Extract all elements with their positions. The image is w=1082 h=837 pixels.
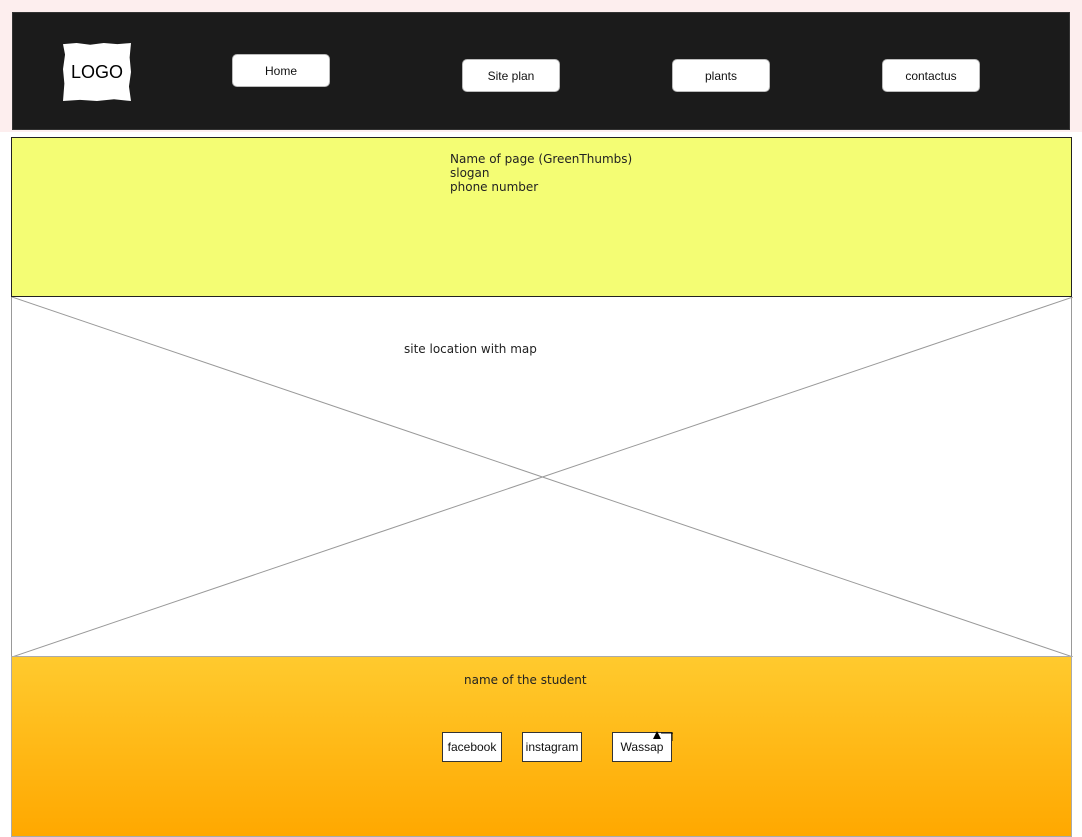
nav-home-button[interactable]: Home — [232, 54, 330, 87]
wassap-label: Wassap — [620, 740, 664, 754]
map-label: site location with map — [404, 342, 537, 356]
phone-number: phone number — [450, 180, 539, 194]
page-title: Name of page (GreenThumbs) — [450, 152, 633, 166]
wassap-button[interactable]: Wassap — [612, 731, 673, 762]
pointer-icon — [653, 731, 673, 741]
student-name: name of the student — [464, 673, 587, 687]
nav-plants-button[interactable]: plants — [672, 59, 770, 92]
nav-contactus-button[interactable]: contactus — [882, 59, 980, 92]
page-header-box: Name of page (GreenThumbs) slogan phone … — [11, 137, 1072, 297]
nav-site-plan-button[interactable]: Site plan — [462, 59, 560, 92]
footer: name of the student facebook instagram W… — [11, 656, 1072, 837]
logo[interactable]: LOGO — [63, 43, 131, 101]
navbar: LOGO Home Site plan plants contactus — [12, 12, 1070, 130]
header-text: Name of page (GreenThumbs) slogan phone … — [450, 152, 632, 194]
map-placeholder[interactable]: site location with map — [11, 297, 1073, 657]
instagram-button[interactable]: instagram — [522, 732, 582, 762]
slogan: slogan — [450, 166, 490, 180]
image-placeholder-cross-icon — [12, 297, 1073, 657]
facebook-button[interactable]: facebook — [442, 732, 502, 762]
